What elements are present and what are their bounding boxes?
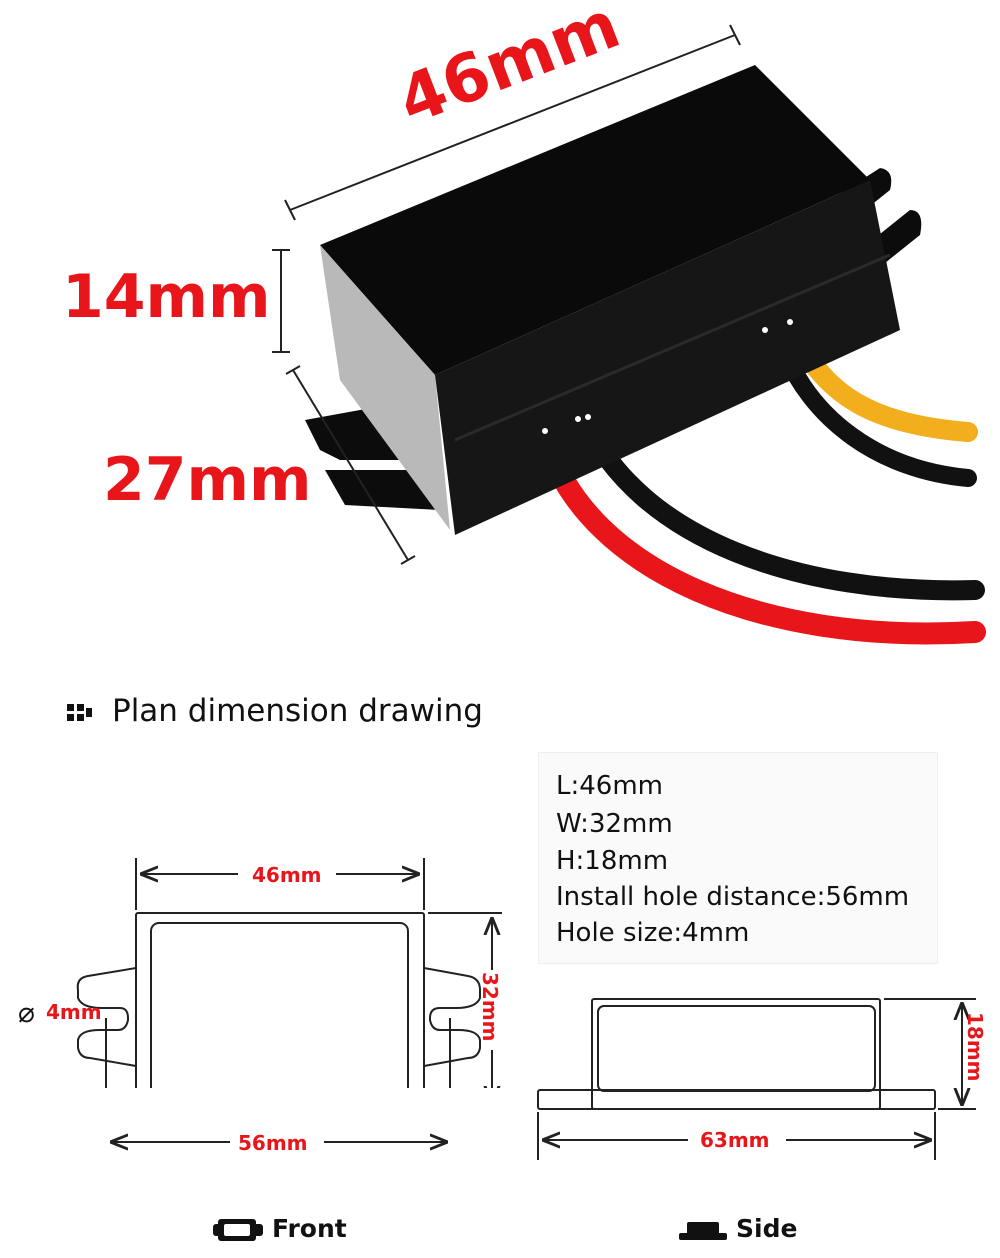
front-bottom-dimension-label: 56mm	[238, 1131, 308, 1155]
photo-height-label: 14mm	[62, 262, 271, 332]
front-view-drawing	[76, 858, 502, 1088]
section-heading: Plan dimension drawing	[112, 693, 483, 729]
side-view-icon	[679, 1222, 727, 1240]
spec-length: L:46mm	[556, 771, 663, 801]
front-top-dimension: 46mm	[252, 863, 322, 887]
side-view-drawing	[537, 998, 976, 1160]
hole-diameter-symbol: ⌀	[18, 996, 35, 1029]
spec-height: H:18mm	[556, 846, 669, 876]
photo-dimension-lines	[272, 24, 741, 565]
ruler-grid-icon	[67, 704, 92, 721]
hole-size-dimension: 4mm	[46, 1000, 102, 1024]
spec-hole-distance: Install hole distance:56mm	[556, 882, 910, 912]
side-bottom-dimension: 63mm	[700, 1128, 770, 1152]
side-right-dimension: 18mm	[963, 1012, 987, 1082]
front-right-dimension: 32mm	[478, 972, 502, 1042]
spec-panel	[538, 752, 938, 964]
black-wire-bottom	[575, 410, 985, 601]
front-bottom-dimension	[102, 1128, 462, 1158]
front-caption: Front	[272, 1214, 347, 1243]
red-wire	[537, 434, 986, 645]
spec-width: W:32mm	[556, 809, 673, 839]
enclosure	[320, 65, 900, 535]
photo-width-label: 27mm	[103, 445, 312, 515]
product-photo	[272, 24, 986, 645]
front-view-icon	[213, 1219, 263, 1241]
side-caption: Side	[736, 1214, 798, 1243]
spec-hole-size: Hole size:4mm	[556, 918, 750, 948]
